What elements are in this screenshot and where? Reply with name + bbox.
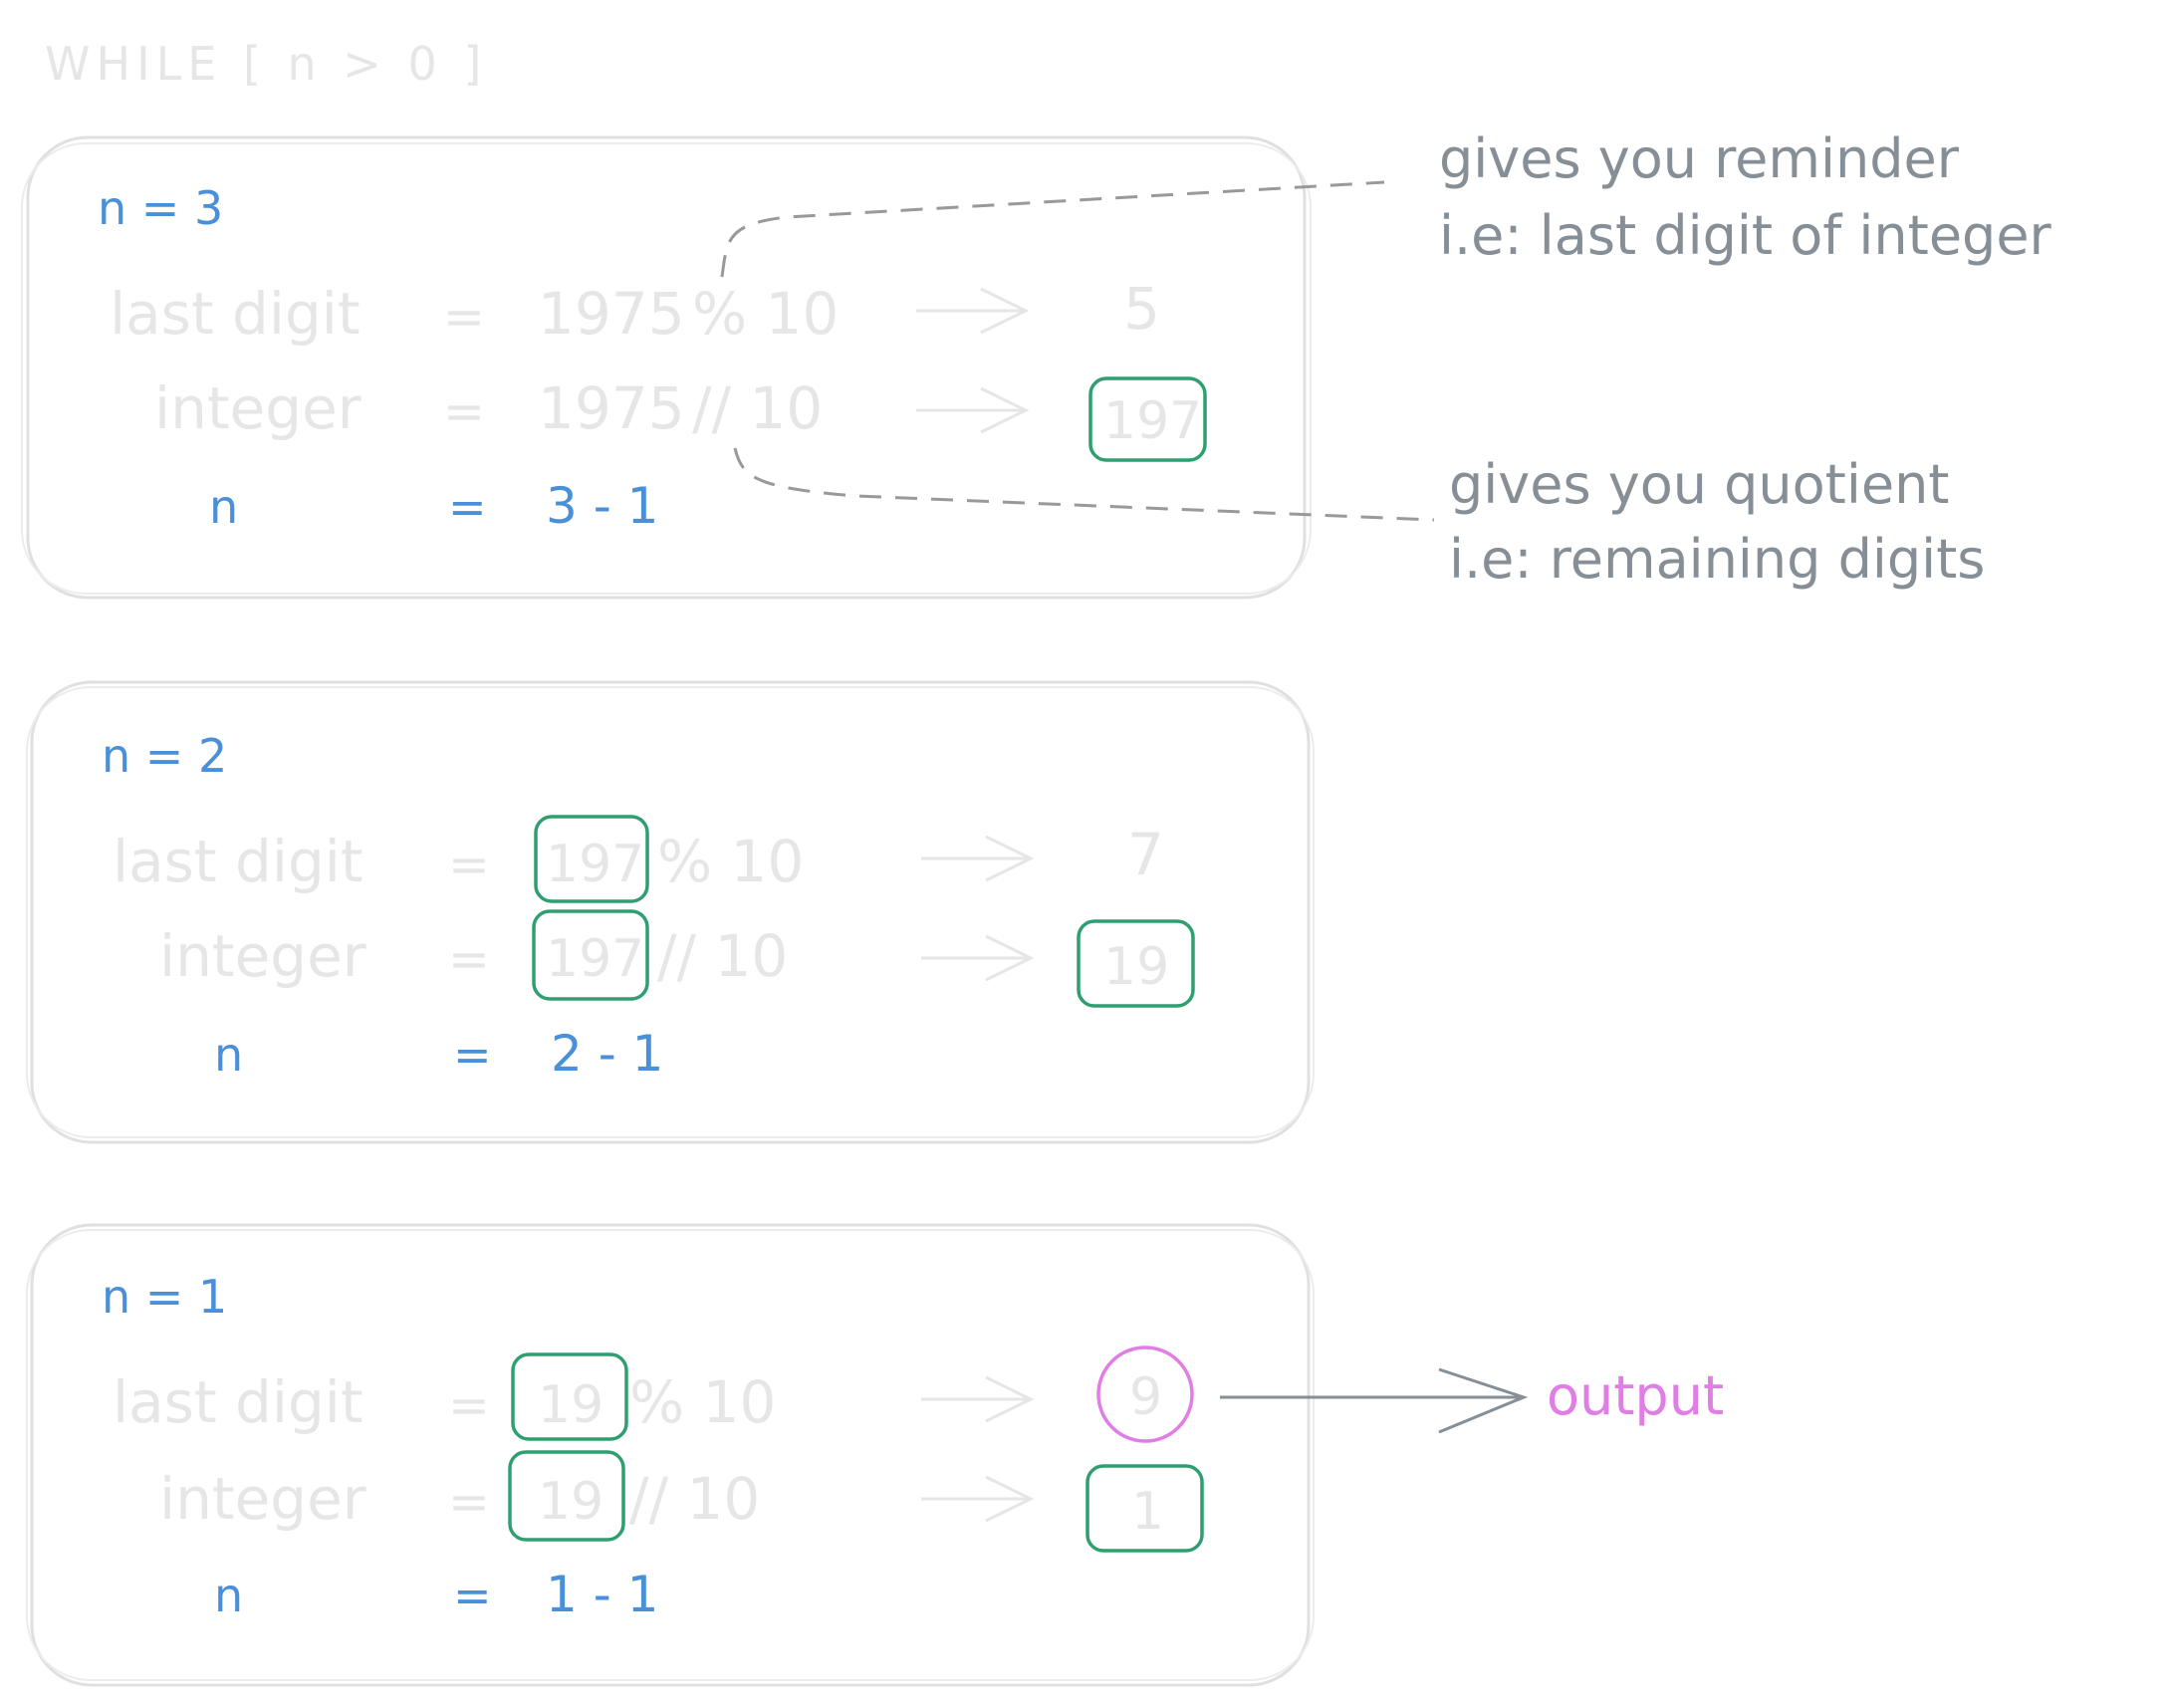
iteration-frame-sketch [26,1229,1315,1681]
iteration-frame-sketch [26,686,1315,1138]
n-label: n [214,1569,243,1622]
n-equals: = [453,1569,492,1622]
modulo-operation: % 10 [657,828,804,895]
floor-division-operation: // 10 [629,1465,760,1533]
highlight-box [1088,376,1207,462]
iteration-frame-sketch [21,142,1312,595]
iteration-card-3: n = 1 last digit = 19 % 10 9 integer = 1… [26,1223,1315,1687]
arrow-icon [921,1475,1035,1523]
highlight-box [1077,919,1195,1008]
iteration-title: n = 1 [102,1270,227,1324]
remainder-note-line2: i.e: last digit of integer [1439,204,2052,267]
n-decrement: 3 - 1 [546,477,658,535]
arrow-icon [916,386,1030,434]
arrow-icon [921,1375,1035,1423]
quotient-connector [733,447,1435,522]
modulo-operation: % 10 [692,280,839,348]
integer-dividend: 197 [546,929,644,989]
integer-result: 19 [1103,937,1169,997]
arrow-icon [916,287,1030,335]
last-digit-equals: = [443,288,485,346]
iteration-card-2: n = 2 last digit = 197 % 10 7 integer = … [26,680,1315,1144]
n-equals: = [448,480,487,534]
integer-equals: = [443,382,485,440]
integer-equals: = [448,1473,490,1531]
iteration-frame [30,1223,1311,1687]
while-condition: WHILE [ n > 0 ] [45,37,487,91]
last-digit-dividend: 19 [538,1375,603,1435]
highlight-box [1085,1464,1204,1553]
arrow-icon [921,835,1035,882]
modulo-operation: % 10 [629,1368,776,1436]
iteration-title: n = 3 [98,181,223,235]
floor-division-operation: // 10 [692,374,823,442]
highlight-box [508,1450,625,1542]
integer-label: integer [159,1465,366,1533]
quotient-note-line2: i.e: remaining digits [1449,528,1985,591]
integer-equals: = [448,930,490,988]
last-digit-label: last digit [113,828,363,895]
last-digit-dividend: 1975 [538,280,685,348]
quotient-note-line1: gives you quotient [1449,453,1949,516]
n-decrement: 1 - 1 [546,1566,658,1623]
arrow-icon [921,934,1035,982]
integer-result: 197 [1103,391,1202,451]
last-digit-label: last digit [110,280,361,348]
n-decrement: 2 - 1 [551,1025,663,1083]
integer-label: integer [159,922,366,990]
iteration-card-1: n = 3 last digit = 1975 % 10 5 integer =… [21,135,1312,600]
n-equals: = [453,1028,492,1082]
n-label: n [209,480,238,534]
remainder-connector [720,180,1385,278]
last-digit-result: 9 [1129,1367,1162,1427]
integer-dividend: 19 [538,1472,603,1532]
last-digit-result: 7 [1127,821,1164,888]
highlight-box [511,1352,628,1441]
highlight-box [532,909,649,1001]
output-label: output [1547,1364,1724,1427]
n-label: n [214,1028,243,1082]
last-digit-equals: = [448,836,490,893]
iteration-frame [30,680,1311,1144]
remainder-note-line1: gives you reminder [1439,127,1960,190]
iteration-title: n = 2 [102,729,227,783]
iteration-frame [26,135,1307,600]
highlight-box [534,815,649,903]
output-arrow-icon [1220,1367,1529,1434]
output-highlight-circle [1096,1345,1194,1443]
last-digit-equals: = [448,1376,490,1434]
last-digit-dividend: 197 [546,835,644,894]
last-digit-result: 5 [1123,275,1160,343]
integer-result: 1 [1131,1482,1164,1542]
last-digit-label: last digit [113,1368,363,1436]
floor-division-operation: // 10 [657,922,788,990]
integer-dividend: 1975 [538,374,685,442]
integer-label: integer [154,374,361,442]
